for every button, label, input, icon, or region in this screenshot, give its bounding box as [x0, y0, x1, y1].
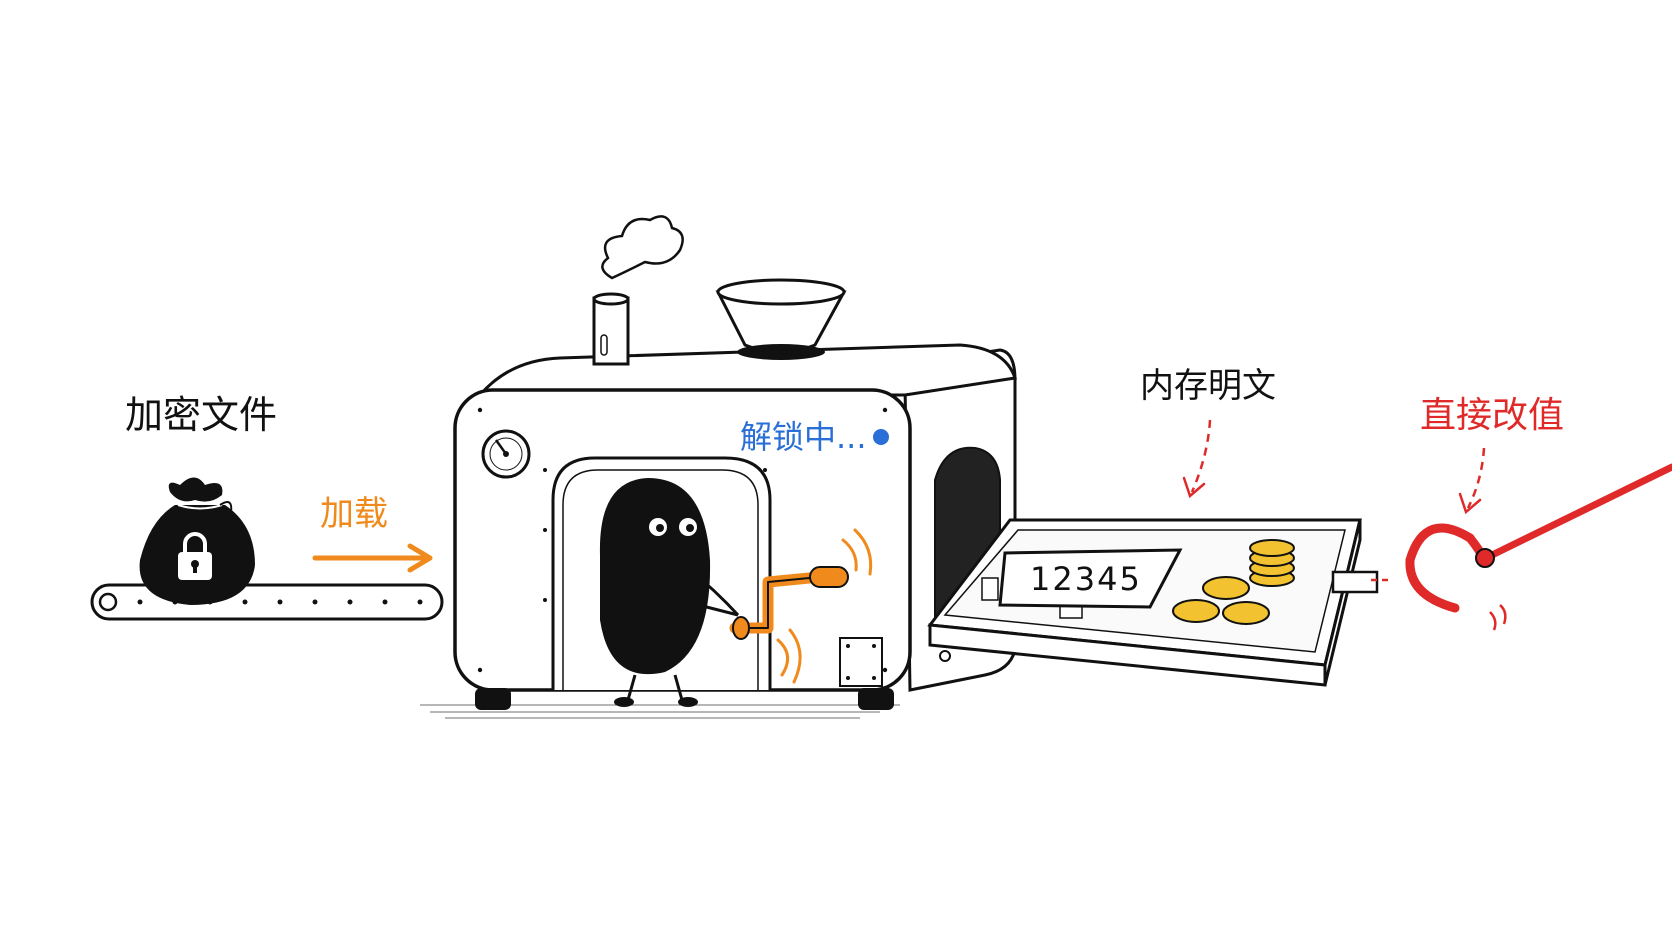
grabber-claw-icon [1370, 463, 1672, 631]
modify-value-callout: 直接改值 [1420, 395, 1564, 515]
plaintext-value: 12345 [1030, 560, 1142, 598]
unlocking-label: 解锁中... [740, 418, 867, 456]
decryption-machine [420, 343, 1017, 719]
steam-cloud-icon [601, 215, 684, 280]
hand-crank-icon [729, 528, 873, 684]
modify-value-label: 直接改值 [1420, 395, 1564, 436]
blob-character [599, 478, 740, 707]
status-dot-icon [873, 429, 889, 445]
plaintext-value-plate: 12345 [998, 548, 1183, 609]
memory-plaintext-label: 内存明文 [1140, 366, 1276, 406]
memory-plaintext-callout: 内存明文 [1140, 366, 1276, 499]
chimney [592, 292, 630, 366]
unlocking-status: 解锁中... [740, 418, 889, 456]
coin [1222, 601, 1270, 625]
gold-coins [1172, 539, 1295, 625]
coin [1172, 599, 1220, 623]
locked-money-bag-icon [139, 477, 255, 605]
input-conveyor [90, 583, 444, 621]
encrypted-file-label: 加密文件 [125, 393, 277, 437]
input-funnel [715, 278, 847, 360]
coin [1202, 576, 1250, 600]
coin-stack [1249, 539, 1295, 587]
load-arrow: 加载 [312, 494, 433, 573]
load-label: 加载 [320, 494, 388, 534]
pressure-gauge-icon [481, 429, 531, 479]
